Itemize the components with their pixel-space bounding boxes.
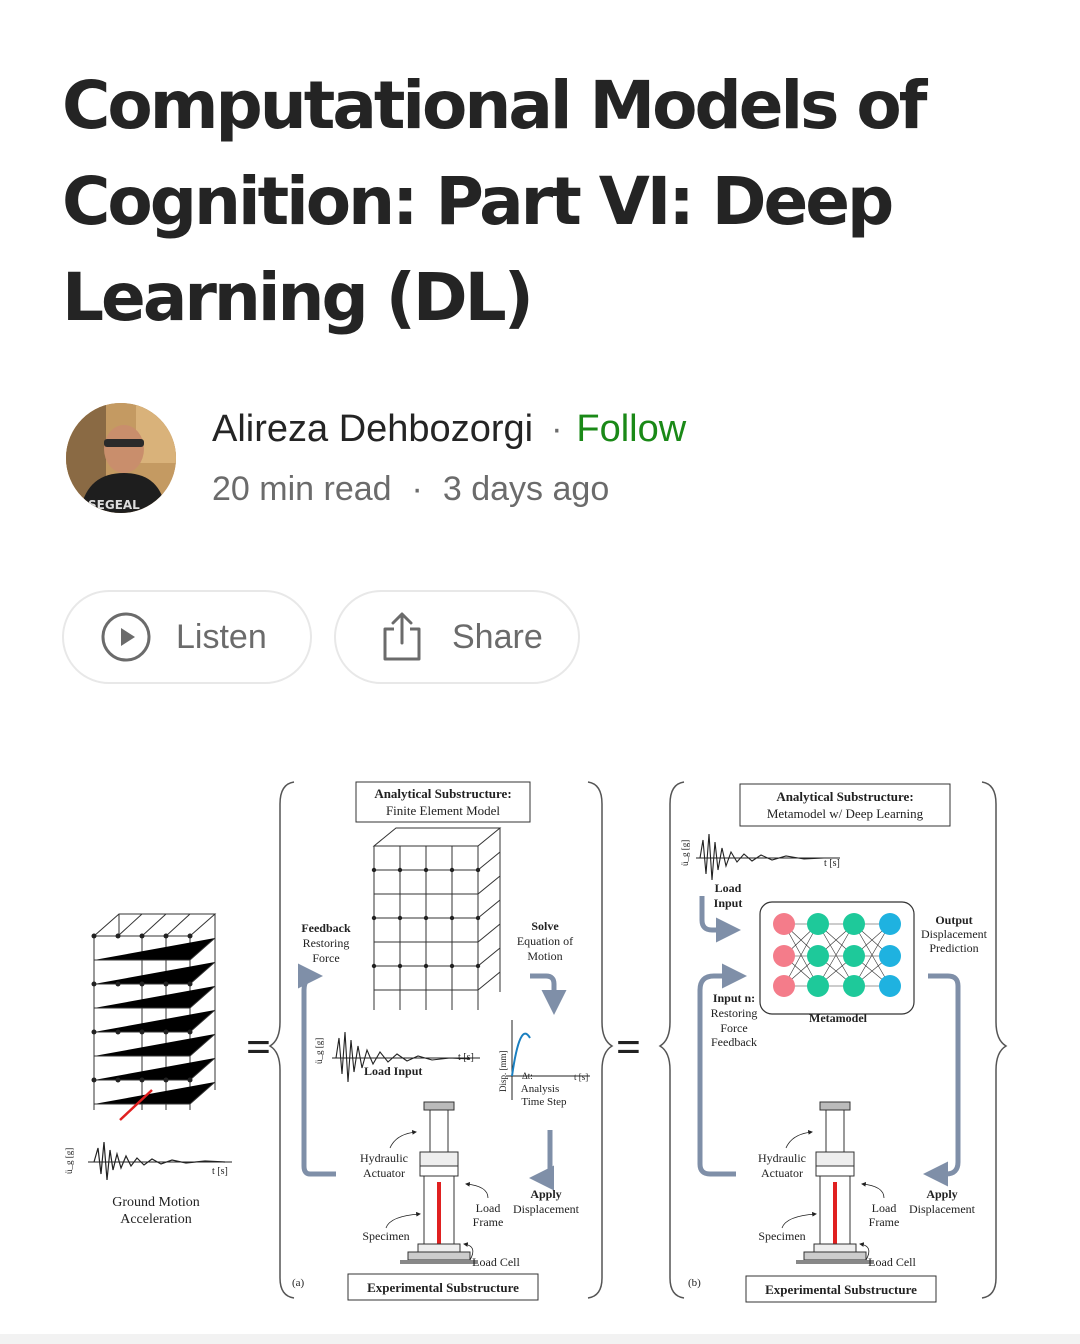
feedback-label-2: Restoring <box>303 936 350 950</box>
b-load-label-2: Input <box>714 896 743 910</box>
feedback-label-1: Feedback <box>301 921 351 935</box>
load-input-label: Load Input <box>364 1064 422 1078</box>
publish-date: 3 days ago <box>443 470 609 509</box>
right-brace-b <box>982 782 1006 1298</box>
b-frame-label-2: Frame <box>869 1215 900 1229</box>
play-icon <box>100 611 152 663</box>
load-axis-label: ü_g [g] <box>314 1038 324 1064</box>
b-apply-label-1: Apply <box>926 1187 957 1201</box>
ground-motion-signal: ü_g [g] t [s] <box>64 1142 232 1180</box>
article-meta: 20 min read · 3 days ago <box>212 466 609 512</box>
specimen-label: Specimen <box>362 1229 409 1243</box>
analysis-label-2: Time Step <box>521 1096 567 1108</box>
solve-label-2: Equation of <box>517 934 573 948</box>
feedback-label-3: Force <box>312 951 339 965</box>
b-hydraulic-label-1: Hydraulic <box>758 1151 806 1165</box>
b-hydraulic-label-2: Actuator <box>761 1166 803 1180</box>
b-time-label: t [s] <box>824 858 840 869</box>
panel-b-experimental: Experimental Substructure <box>765 1282 917 1297</box>
panel-a: Analytical Substructure: Finite Element … <box>292 782 590 1300</box>
input-n-label-4: Feedback <box>711 1035 757 1049</box>
analysis-label-1: Analysis <box>521 1083 560 1095</box>
avatar-photo: SEGEAL <box>66 403 176 513</box>
meta-separator: · <box>412 470 423 509</box>
share-label: Share <box>452 618 543 657</box>
panel-b: Analytical Substructure: Metamodel w/ De… <box>680 784 988 1302</box>
ground-motion-label-2: Acceleration <box>120 1212 192 1227</box>
panel-a-experimental: Experimental Substructure <box>367 1280 519 1295</box>
b-load-cell-label: Load Cell <box>868 1255 916 1269</box>
author-avatar[interactable]: SEGEAL <box>66 403 176 513</box>
b-frame-label-1: Load <box>872 1201 897 1215</box>
listen-button[interactable]: Listen <box>62 590 312 684</box>
output-label-1: Output <box>935 913 972 927</box>
dt-label: Δt: <box>522 1071 533 1081</box>
hydraulic-label-2: Actuator <box>363 1166 405 1180</box>
metamodel-label: Metamodel <box>809 1011 868 1025</box>
disp-time-label: t [s] <box>574 1072 588 1082</box>
author-line: Alireza Dehbozorgi · Follow <box>212 404 686 454</box>
ground-axis-label: ü_g [g] <box>64 1148 74 1174</box>
output-label-2: Displacement <box>921 927 988 941</box>
panel-a-tag: (a) <box>292 1277 305 1289</box>
article-title: Computational Models of Cognition: Part … <box>62 58 1022 346</box>
load-cell-label: Load Cell <box>472 1255 520 1269</box>
panel-b-tag: (b) <box>688 1277 701 1289</box>
left-brace-a <box>270 782 294 1298</box>
panel-a-title-2: Finite Element Model <box>386 803 500 818</box>
b-specimen-label: Specimen <box>758 1229 805 1243</box>
panel-a-title-1: Analytical Substructure: <box>374 786 511 801</box>
disp-axis-label: Disp. [mm] <box>498 1050 508 1092</box>
share-button[interactable]: Share <box>334 590 580 684</box>
panel-b-title-1: Analytical Substructure: <box>776 789 913 804</box>
right-brace-a <box>588 782 612 1298</box>
follow-button[interactable]: Follow <box>576 408 686 451</box>
output-label-3: Prediction <box>929 941 978 955</box>
read-time: 20 min read <box>212 470 392 509</box>
apply-label-2: Displacement <box>513 1202 580 1216</box>
author-name[interactable]: Alireza Dehbozorgi <box>212 408 533 451</box>
article-figure: ü_g [g] t [s] Ground Motion Acceleration… <box>60 770 1020 1310</box>
frame-label-2: Frame <box>473 1215 504 1229</box>
load-time-label: t [s] <box>458 1052 474 1063</box>
share-icon <box>376 611 428 663</box>
solve-label-3: Motion <box>527 949 562 963</box>
left-building <box>92 914 216 1120</box>
apply-label-1: Apply <box>530 1187 561 1201</box>
avatar-shirt-text: SEGEAL <box>88 498 140 512</box>
input-n-label-1: Input n: <box>713 991 755 1005</box>
ground-motion-label-1: Ground Motion <box>112 1195 200 1210</box>
frame-label-1: Load <box>476 1201 501 1215</box>
equals-sign-1: = <box>246 1023 271 1072</box>
b-axis-label: ü_g [g] <box>680 840 690 866</box>
solve-label-1: Solve <box>531 919 559 933</box>
b-load-label-1: Load <box>715 881 742 895</box>
ground-time-label: t [s] <box>212 1166 228 1177</box>
equals-sign-2: = <box>616 1023 641 1072</box>
input-n-label-2: Restoring <box>711 1006 758 1020</box>
b-apply-label-2: Displacement <box>909 1202 976 1216</box>
input-n-label-3: Force <box>720 1021 747 1035</box>
bottom-divider <box>0 1334 1080 1344</box>
author-separator: · <box>551 410 562 449</box>
listen-label: Listen <box>176 618 267 657</box>
hydraulic-label-1: Hydraulic <box>360 1151 408 1165</box>
panel-b-title-2: Metamodel w/ Deep Learning <box>767 806 924 821</box>
